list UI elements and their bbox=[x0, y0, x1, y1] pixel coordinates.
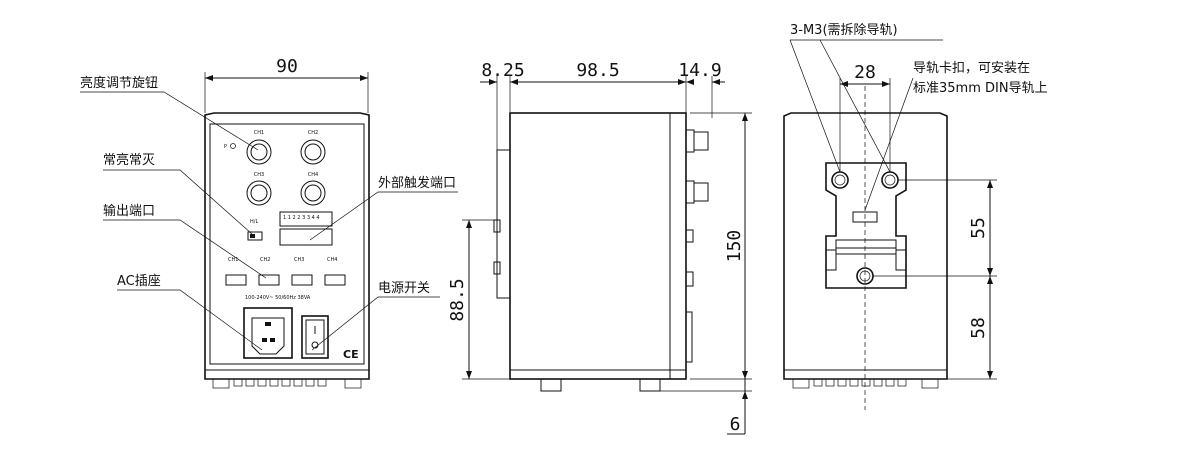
dim-upper: 55 bbox=[968, 217, 989, 239]
side-knobs bbox=[685, 129, 709, 363]
side-rail-dimension: 88.5 bbox=[447, 219, 510, 380]
dim-body-length: 98.5 bbox=[576, 60, 619, 81]
bottom-vents bbox=[212, 378, 362, 389]
ext-trigger-block[interactable]: 1 1 2 2 3 3 4 4 bbox=[279, 211, 333, 246]
dim-left-offset: 8.25 bbox=[481, 60, 524, 81]
side-view: 8.25 98.5 14.9 bbox=[447, 60, 752, 435]
knob-ch2[interactable]: CH2 bbox=[300, 130, 326, 165]
knob-label-ch2: CH2 bbox=[308, 130, 318, 136]
power-switch[interactable] bbox=[301, 315, 329, 359]
mode-switch-label: H/L bbox=[250, 219, 258, 225]
knob-label-ch1: CH1 bbox=[254, 130, 264, 136]
dim-foot: 6 bbox=[730, 414, 741, 435]
front-housing bbox=[204, 112, 370, 380]
power-spec-text: 100-240V~ 50/60Hz 38VA bbox=[245, 295, 311, 301]
front-width-value: 90 bbox=[276, 56, 298, 77]
knob-label-ch4: CH4 bbox=[308, 172, 318, 178]
output-label-ch4: CH4 bbox=[327, 257, 337, 263]
label-mode-switch: 常亮常灭 bbox=[103, 152, 155, 168]
label-ac-socket: AC插座 bbox=[117, 274, 161, 289]
power-led-icon bbox=[230, 143, 236, 149]
label-rail-note-2: 标准35mm DIN导轨上 bbox=[913, 81, 1048, 96]
dim-rail-height: 88.5 bbox=[447, 278, 468, 321]
output-label-ch2: CH2 bbox=[260, 257, 270, 263]
label-output-port: 输出端口 bbox=[103, 203, 155, 219]
output-port-ch4[interactable] bbox=[324, 274, 346, 286]
side-foot-right bbox=[639, 378, 661, 392]
rear-screw-1 bbox=[831, 171, 849, 189]
label-ext-trigger: 外部触发端口 bbox=[378, 175, 456, 191]
knob-ch4[interactable]: CH4 bbox=[300, 172, 326, 206]
side-foot-dimension: 6 bbox=[660, 379, 752, 435]
ac-socket[interactable] bbox=[243, 307, 293, 359]
rear-din-clip bbox=[825, 162, 907, 289]
dim-lower: 58 bbox=[968, 317, 989, 339]
power-led-label: P bbox=[224, 144, 227, 150]
label-rail-note-1: 导轨卡扣，可安装在 bbox=[913, 61, 1030, 76]
front-panel bbox=[209, 123, 365, 365]
rear-view: 28 55 58 3-M3(需拆除导轨) 导轨卡扣，可安装在 标准35mm DI… bbox=[783, 23, 1048, 410]
side-foot-left bbox=[540, 378, 562, 392]
side-top-dimensions: 8.25 98.5 14.9 bbox=[480, 60, 725, 150]
output-port-ch2[interactable] bbox=[258, 274, 280, 286]
output-label-ch3: CH3 bbox=[294, 257, 304, 263]
rear-screw-spacing-dimension: 28 bbox=[839, 62, 891, 172]
output-ports: CH1 CH2 CH3 CH4 bbox=[225, 257, 346, 286]
output-port-ch3[interactable] bbox=[291, 274, 313, 286]
rear-screw-2 bbox=[881, 171, 899, 189]
dip-numbers: 1 1 2 2 3 3 4 4 bbox=[283, 215, 320, 221]
front-width-dimension: 90 bbox=[204, 56, 369, 113]
side-housing bbox=[509, 112, 687, 380]
label-power-switch: 电源开关 bbox=[378, 281, 430, 296]
side-height-dimension: 150 bbox=[690, 112, 752, 380]
knob-ch3[interactable]: CH3 bbox=[246, 172, 272, 206]
label-screw-note: 3-M3(需拆除导轨) bbox=[790, 23, 898, 38]
ce-mark: CE bbox=[343, 348, 359, 361]
output-label-ch1: CH1 bbox=[228, 257, 238, 263]
front-callouts: 亮度调节旋钮 常亮常灭 输出端口 AC插座 外部触发端口 电源开关 bbox=[80, 75, 458, 351]
output-port-ch1[interactable] bbox=[225, 274, 247, 286]
rear-callouts: 3-M3(需拆除导轨) 导轨卡扣，可安装在 标准35mm DIN导轨上 bbox=[789, 23, 1048, 211]
dim-height: 150 bbox=[724, 230, 745, 263]
knob-ch1[interactable]: CH1 bbox=[246, 130, 272, 165]
knob-label-ch3: CH3 bbox=[254, 172, 264, 178]
rear-housing bbox=[783, 112, 948, 380]
side-din-clip bbox=[493, 149, 511, 299]
dim-front-protrusion: 14.9 bbox=[678, 60, 721, 81]
dim-screw-spacing: 28 bbox=[854, 62, 876, 83]
rear-vertical-dimensions: 55 58 bbox=[873, 179, 997, 380]
label-brightness-knob: 亮度调节旋钮 bbox=[80, 75, 158, 91]
front-view: 90 CH1 CH2 bbox=[80, 56, 458, 389]
mode-switch[interactable]: H/L bbox=[247, 219, 263, 241]
rear-vents bbox=[792, 378, 939, 389]
